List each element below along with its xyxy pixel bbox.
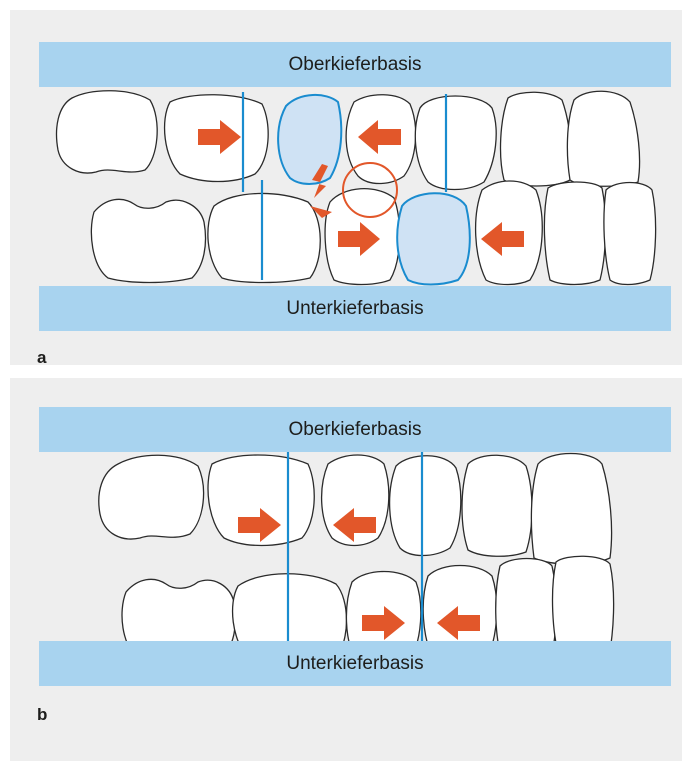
panel-a: Oberkieferbasis Unterkiefer xyxy=(10,10,682,365)
lower-jaw-base-label: Unterkieferbasis xyxy=(286,653,423,675)
upper-premolar-2 xyxy=(390,456,461,556)
panel-b: Oberkieferbasis Unterkieferbasis b xyxy=(10,378,682,761)
upper-incisor-1 xyxy=(531,454,611,565)
upper-molar-1 xyxy=(99,455,204,539)
panel-label-b: b xyxy=(37,705,47,725)
panel-label-a: a xyxy=(37,348,46,368)
lower-jaw-base-band: Unterkieferbasis xyxy=(39,641,671,686)
upper-premolar-highlighted xyxy=(278,95,341,184)
lower-incisor-2 xyxy=(604,183,656,285)
lower-premolar-highlighted xyxy=(397,193,470,284)
upper-molar-1 xyxy=(57,91,158,173)
upper-canine xyxy=(415,96,496,190)
lower-molar-2 xyxy=(208,193,320,282)
lower-jaw-base-band: Unterkieferbasis xyxy=(39,286,671,331)
lower-jaw-base-label: Unterkieferbasis xyxy=(286,298,423,320)
lower-molar-1 xyxy=(91,199,205,282)
upper-incisor-2 xyxy=(567,91,639,186)
teeth-diagram-b xyxy=(10,378,682,761)
upper-incisor-1 xyxy=(501,92,572,186)
lower-incisor-1 xyxy=(544,182,605,285)
upper-canine xyxy=(462,455,532,556)
